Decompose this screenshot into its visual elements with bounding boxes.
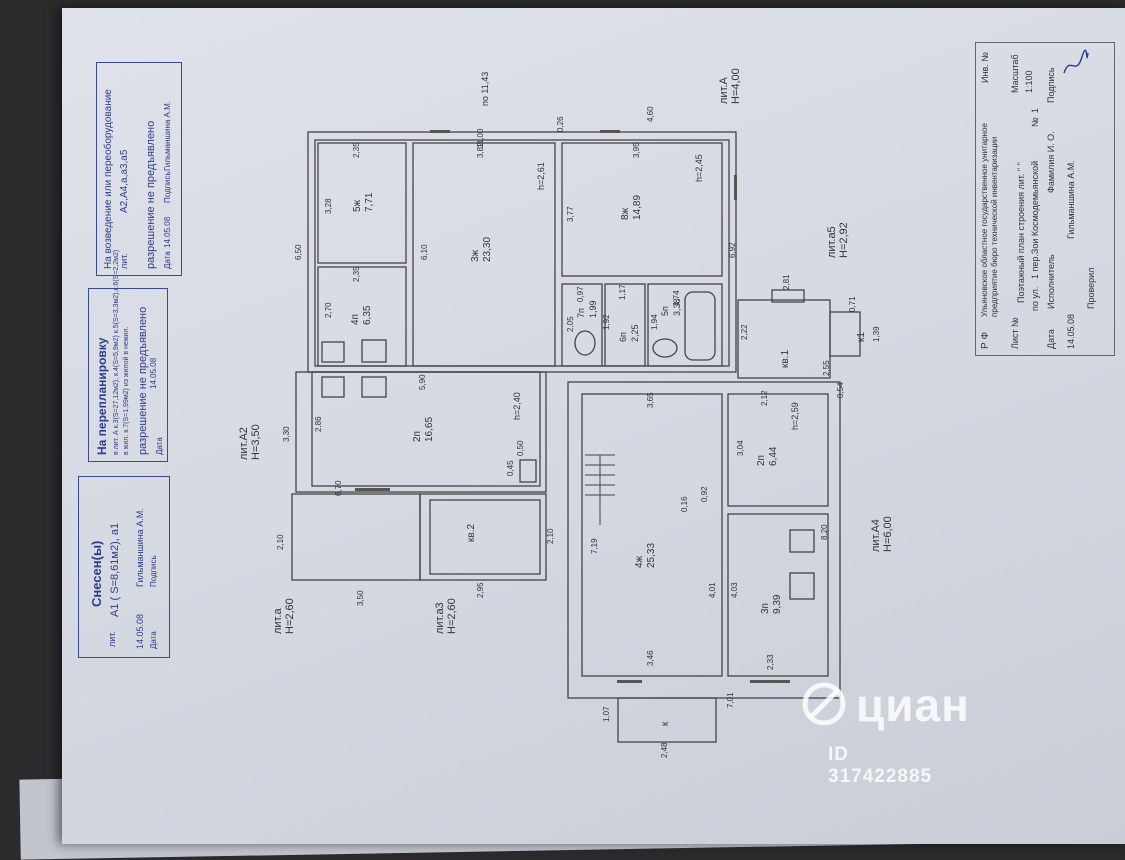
stamp-construction-date: 14.05.08: [163, 216, 172, 248]
porch-top: [771, 289, 805, 303]
wall-outline-lit-a: [307, 131, 737, 373]
room-3zh: [412, 142, 556, 367]
room-5p: [647, 283, 723, 367]
tb-checked-caption: Проверил: [1086, 267, 1096, 309]
tb-address: 1 пер.Зои Космодемьянской: [1030, 160, 1040, 279]
stairs: [585, 454, 615, 525]
stamp-replanning: На перепланировку в лит. А к.3(S=27,12м2…: [88, 250, 168, 462]
stamp-demolished: Снесен(ы) лит. А1 ( S=8,61м2), а1 14.05.…: [78, 476, 170, 658]
stove-3: [789, 572, 815, 600]
room-2p: [311, 371, 541, 487]
stamp-replanning-date: 14.05.08: [149, 357, 158, 389]
stamp-construction-date-caption: Дата: [163, 251, 172, 269]
tb-date-caption: Дата: [1046, 329, 1056, 349]
stamp-demolished-date: 14.05.08: [135, 613, 145, 649]
stamp-demolished-lit-label: лит.: [107, 631, 117, 647]
tb-address-caption: по ул.: [1030, 286, 1040, 311]
stamp-replanning-line1: в лит. А к.3(S=27,12м2), к.4(S=5,9м2) к.…: [113, 249, 120, 455]
sink-3: [789, 529, 815, 553]
signature-mark: [1063, 49, 1089, 74]
watermark-id: ID 317422885: [828, 744, 933, 787]
stove-2: [321, 376, 345, 398]
room-2p-a4: [727, 393, 829, 507]
tb-number-caption: №: [1030, 117, 1040, 127]
stamp-replanning-title: На перепланировку: [95, 337, 109, 456]
tb-rf: Р Ф: [980, 331, 991, 349]
sink-2: [361, 376, 387, 398]
bathtub: [684, 291, 716, 361]
stamp-demolished-date-caption: Дата: [149, 631, 158, 649]
stamp-construction-name: Гильманшина А.М.: [163, 101, 172, 171]
boiler: [519, 459, 537, 483]
stamp-construction-sign-caption: Подпись: [163, 171, 172, 203]
room-4zh: [581, 393, 723, 677]
tb-number: 1: [1030, 107, 1040, 113]
room-8zh: [561, 142, 723, 277]
wall-outline-lit-a-inner: [314, 139, 730, 367]
room-5zh: [317, 142, 407, 264]
porch-k: [617, 697, 717, 743]
wall-outline-lit-a3: [419, 493, 547, 581]
stamp-demolished-value: А1 ( S=8,61м2), а1: [109, 522, 121, 617]
room-6p: [604, 283, 646, 367]
stamp-construction-title: На возведение или переоборудование: [103, 89, 114, 269]
tb-inv: Инв. №: [980, 52, 990, 83]
room-4p: [317, 266, 407, 367]
tb-org: Ульяновское областное государственное ун…: [980, 123, 999, 317]
tb-surname-caption: Фамилия И. О.: [1046, 131, 1056, 193]
washbasin: [652, 338, 678, 358]
tb-sheet: Лист №: [1010, 317, 1020, 349]
tb-scale-caption: Масштаб: [1010, 54, 1020, 93]
stamp-construction-value: А2,А4,а,а3,а5: [119, 149, 130, 213]
room-7p: [561, 283, 603, 367]
stamp-demolished-sign-caption: Подпись: [149, 555, 158, 587]
paper-sheet: [62, 8, 1125, 844]
stamp-replanning-date-caption: Дата: [155, 437, 164, 455]
stove-1: [321, 341, 345, 363]
stamp-construction-line3: разрешение не предъявлено: [145, 120, 157, 269]
watermark-brand: циан: [856, 679, 970, 731]
room-kv2: [429, 499, 541, 575]
watermark-logo-icon: [800, 680, 848, 728]
stamp-construction-lit-label: лит.: [119, 253, 129, 269]
porch-k1: [829, 311, 861, 357]
wall-outline-lit-a-small: [291, 493, 421, 581]
tb-scale: 1:100: [1024, 70, 1034, 93]
tb-signature-caption: Подпись: [1046, 67, 1056, 103]
toilet: [574, 330, 596, 356]
stamp-demolished-title: Снесен(ы): [89, 540, 104, 607]
stamp-replanning-line3: разрешение не предъявлено: [137, 306, 149, 455]
stamp-construction: На возведение или переоборудование лит. …: [96, 62, 182, 276]
tb-doc-title: Поэтажный план строения лит. " ": [1016, 162, 1026, 303]
tb-date: 14.05.08: [1066, 313, 1076, 349]
stamp-replanning-line2: в жил. к.7(S=1,99м2) из жилой в нежил.: [123, 326, 130, 455]
stamp-demolished-name: Гильманшина А.М.: [135, 508, 145, 587]
tb-executor-name: Гильманшина А.М.: [1066, 160, 1076, 239]
tb-executor-caption: Исполнитель: [1046, 254, 1056, 309]
title-block: Р Ф Ульяновское областное государственно…: [975, 42, 1115, 356]
sink-1: [361, 339, 387, 363]
room-3p: [727, 513, 829, 677]
